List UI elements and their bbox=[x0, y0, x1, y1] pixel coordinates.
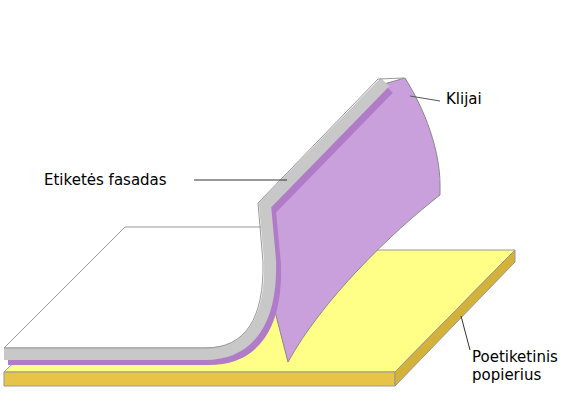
edge-outline bbox=[4, 78, 404, 348]
part-label: Etiketės fasadas bbox=[44, 171, 167, 189]
leader-line bbox=[461, 316, 470, 350]
label-face bbox=[4, 227, 270, 348]
leader-line bbox=[194, 180, 287, 181]
part-label: Poetiketinis popierius bbox=[472, 348, 580, 384]
label-edge bbox=[4, 82, 385, 354]
backing-front bbox=[4, 372, 395, 386]
leader-line bbox=[410, 96, 440, 101]
part-label: Klijai bbox=[446, 90, 482, 108]
